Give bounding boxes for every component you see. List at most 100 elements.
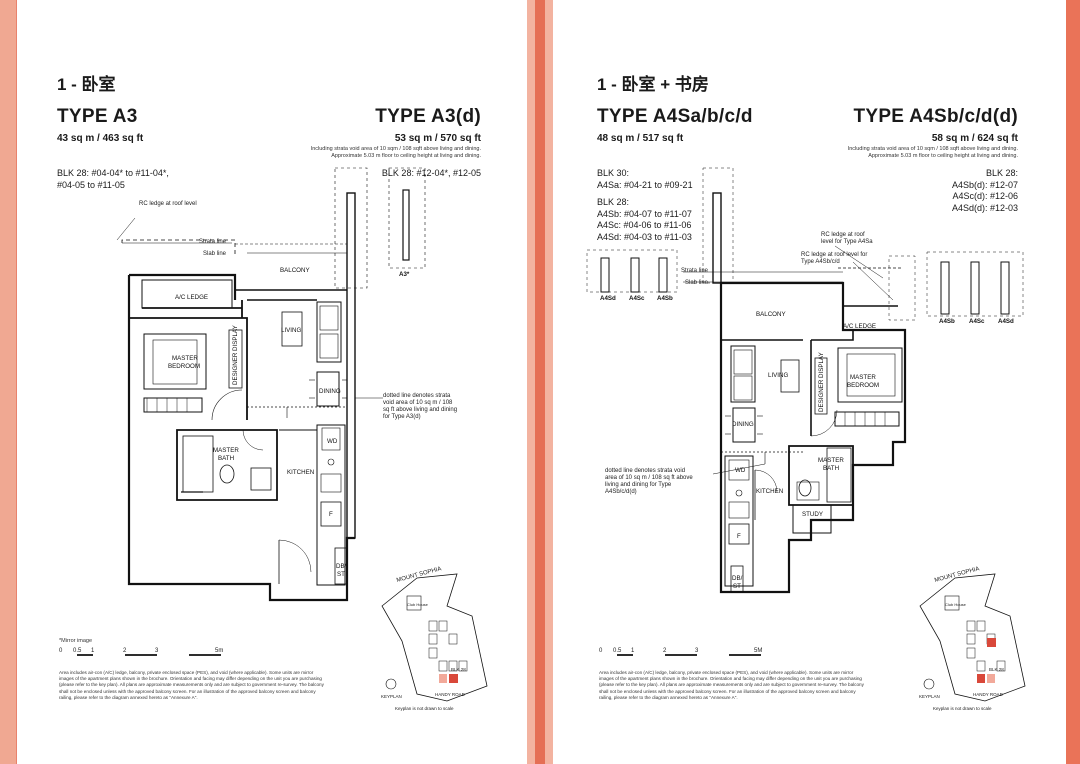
keyplan-road: HANDY ROAD (973, 692, 1004, 697)
blk-units-alt: BLK 28: A4Sb(d): #12-07 A4Sc(d): #12-06 … (952, 168, 1018, 214)
room-label: MASTER (172, 355, 198, 362)
floorplan-drawing-a4s: BALCONY A/C LEDGE LIVING DESIGNER DISPLA… (586, 167, 1024, 594)
strata-line-label: Strata line (199, 239, 227, 245)
elevation-label: A4Sd (600, 295, 616, 302)
blk-units-main: BLK 28: #04-04* to #11-04*, #04-05 to #1… (57, 168, 169, 191)
blk-line: #04-05 to #11-05 (57, 179, 125, 190)
keyplan: MOUNT SOPHIA Club House BLK 28 KEYPLAN H… (919, 566, 1026, 711)
keyplan-top-label: MOUNT SOPHIA (396, 566, 442, 584)
scale-tick: 1 (91, 648, 95, 654)
keyplan-club-label: Club House (407, 602, 429, 607)
keyplan-note: Keyplan is not drawn to scale (395, 706, 454, 711)
blk-line: A4Sa: #04-21 to #09-21 (597, 179, 693, 190)
scale-tick: 1 (631, 648, 635, 654)
room-label: ST (337, 571, 345, 578)
blk-line: A4Sd: #04-03 to #11-03 (597, 231, 692, 242)
room-label: DB/ (336, 563, 347, 570)
blk-line: BLK 28: #04-04* to #11-04*, (57, 168, 169, 178)
room-label: BALCONY (280, 267, 310, 274)
scale-tick: 0 (599, 648, 603, 654)
type-title-alt: TYPE A4Sb/c/d(d) (853, 106, 1018, 127)
room-label: BATH (218, 455, 234, 462)
room-label: LIVING (768, 372, 788, 379)
room-label: DB/ (732, 575, 743, 582)
scale-tick: 2 (663, 648, 667, 654)
blk-line: BLK 30: (597, 168, 630, 178)
scale-tick: 2 (123, 648, 127, 654)
room-label: DINING (732, 421, 754, 428)
right-edge-stripe (1066, 0, 1080, 764)
dotted-note-line: dotted line denotes strata void (605, 468, 685, 474)
mirror-note: *Mirror image (59, 638, 93, 644)
room-label: WD (735, 467, 746, 474)
blk-line: A4Sc(d): #12-06 (952, 191, 1018, 201)
keyplan-blk-label: BLK 28 (451, 667, 466, 672)
elevation-label: A4Sd (998, 318, 1014, 325)
blk-units-alt: BLK 28: #12-04*, #12-05 (381, 168, 481, 178)
room-label: MASTER (818, 457, 844, 464)
elevation-label: A3* (399, 271, 410, 278)
alt-note-1: Including strata void area of 10 sqm / 1… (310, 146, 481, 152)
blk-units-main: BLK 30: A4Sa: #04-21 to #09-21 BLK 28: A… (597, 168, 693, 243)
room-label: MASTER (850, 374, 876, 381)
blk-line: A4Sb: #04-07 to #11-07 (597, 208, 692, 219)
keyplan-road: HANDY ROAD (435, 692, 466, 697)
dotted-note-line: area of 10 sq m / 108 sq ft above (605, 475, 693, 481)
room-label: WD (327, 438, 338, 445)
keyplan-club-label: Club House (945, 602, 967, 607)
room-label: BALCONY (756, 311, 786, 318)
scale-bar: 0 0.5 1 2 3 5m (59, 648, 223, 656)
keyplan-note: Keyplan is not drawn to scale (933, 706, 992, 711)
scale-tick: 5m (215, 648, 223, 654)
room-label: DESIGNER DISPLAY (232, 325, 239, 385)
area-alt: 58 sq m / 624 sq ft (931, 133, 1018, 144)
page-header: 1 - 卧室 + 书房 (597, 75, 709, 94)
rc-ledge-2: Type A4Sb/c/d (801, 259, 840, 265)
area-alt: 53 sq m / 570 sq ft (394, 133, 481, 144)
room-label: A/C LEDGE (175, 294, 208, 301)
blk-line: BLK 28: (985, 168, 1018, 178)
blk-line: BLK 28: (597, 197, 630, 207)
strata-line-label: Strata line (681, 268, 709, 274)
slab-line-label: Slab line (203, 251, 227, 257)
keyplan-label: KEYPLAN (381, 694, 402, 699)
room-label: BEDROOM (847, 382, 879, 389)
alt-note-1: Including strata void area of 10 sqm / 1… (847, 146, 1018, 152)
dotted-note-line: living and dining for Type (605, 482, 672, 488)
footer-disclaimer: Area includes air-con (A/C) ledge, balco… (59, 670, 324, 700)
type-title-main: TYPE A4Sa/b/c/d (597, 106, 753, 127)
room-label: F (737, 533, 741, 540)
room-label: KITCHEN (287, 469, 314, 476)
room-label: DESIGNER DISPLAY (818, 352, 825, 412)
room-label: BEDROOM (168, 363, 200, 370)
elevation-label: A4Sb (939, 318, 955, 325)
room-label: A/C LEDGE (843, 323, 876, 330)
room-label: BATH (823, 465, 839, 472)
room-label: MASTER (213, 447, 239, 454)
rc-ledge-1: RC ledge at roof (821, 232, 865, 238)
dotted-note-line: for Type A3(d) (383, 414, 421, 420)
floorplan-drawing-a3: BALCONY A/C LEDGE LIVING MASTER BEDROOM … (116, 167, 457, 602)
rc-ledge-label: RC ledge at roof level (139, 201, 197, 207)
elevation-label: A4Sb (657, 295, 673, 302)
keyplan-blk-label: BLK 28 (989, 667, 1004, 672)
page-header: 1 - 卧室 (57, 75, 116, 94)
room-label: ST (733, 583, 741, 590)
type-title-alt: TYPE A3(d) (375, 106, 481, 127)
room-label: DINING (319, 388, 341, 395)
keyplan-top-label: MOUNT SOPHIA (934, 566, 980, 584)
room-label: LIVING (281, 327, 301, 334)
blk-line: A4Sb(d): #12-07 (951, 179, 1018, 190)
scale-tick: 3 (155, 648, 159, 654)
dotted-note-line: dotted line denotes strata (383, 393, 451, 399)
footer-disclaimer: Area includes air-con (A/C) ledge, balco… (599, 670, 864, 700)
area-main: 48 sq m / 517 sq ft (597, 133, 684, 144)
alt-note-2: Approximate 5.03 m floor to ceiling heig… (331, 153, 481, 159)
center-divider (527, 0, 553, 764)
scale-bar: 0 0.5 1 2 3 5M (599, 648, 762, 656)
elevation-label: A4Sc (969, 318, 985, 325)
rc-ledge-2: RC ledge at roof level for (801, 252, 867, 258)
keyplan-label: KEYPLAN (919, 694, 940, 699)
scale-tick: 0 (59, 648, 63, 654)
floorplan-page-a4s: 1 - 卧室 + 书房 TYPE A4Sa/b/c/d TYPE A4Sb/c/… (553, 0, 1066, 764)
